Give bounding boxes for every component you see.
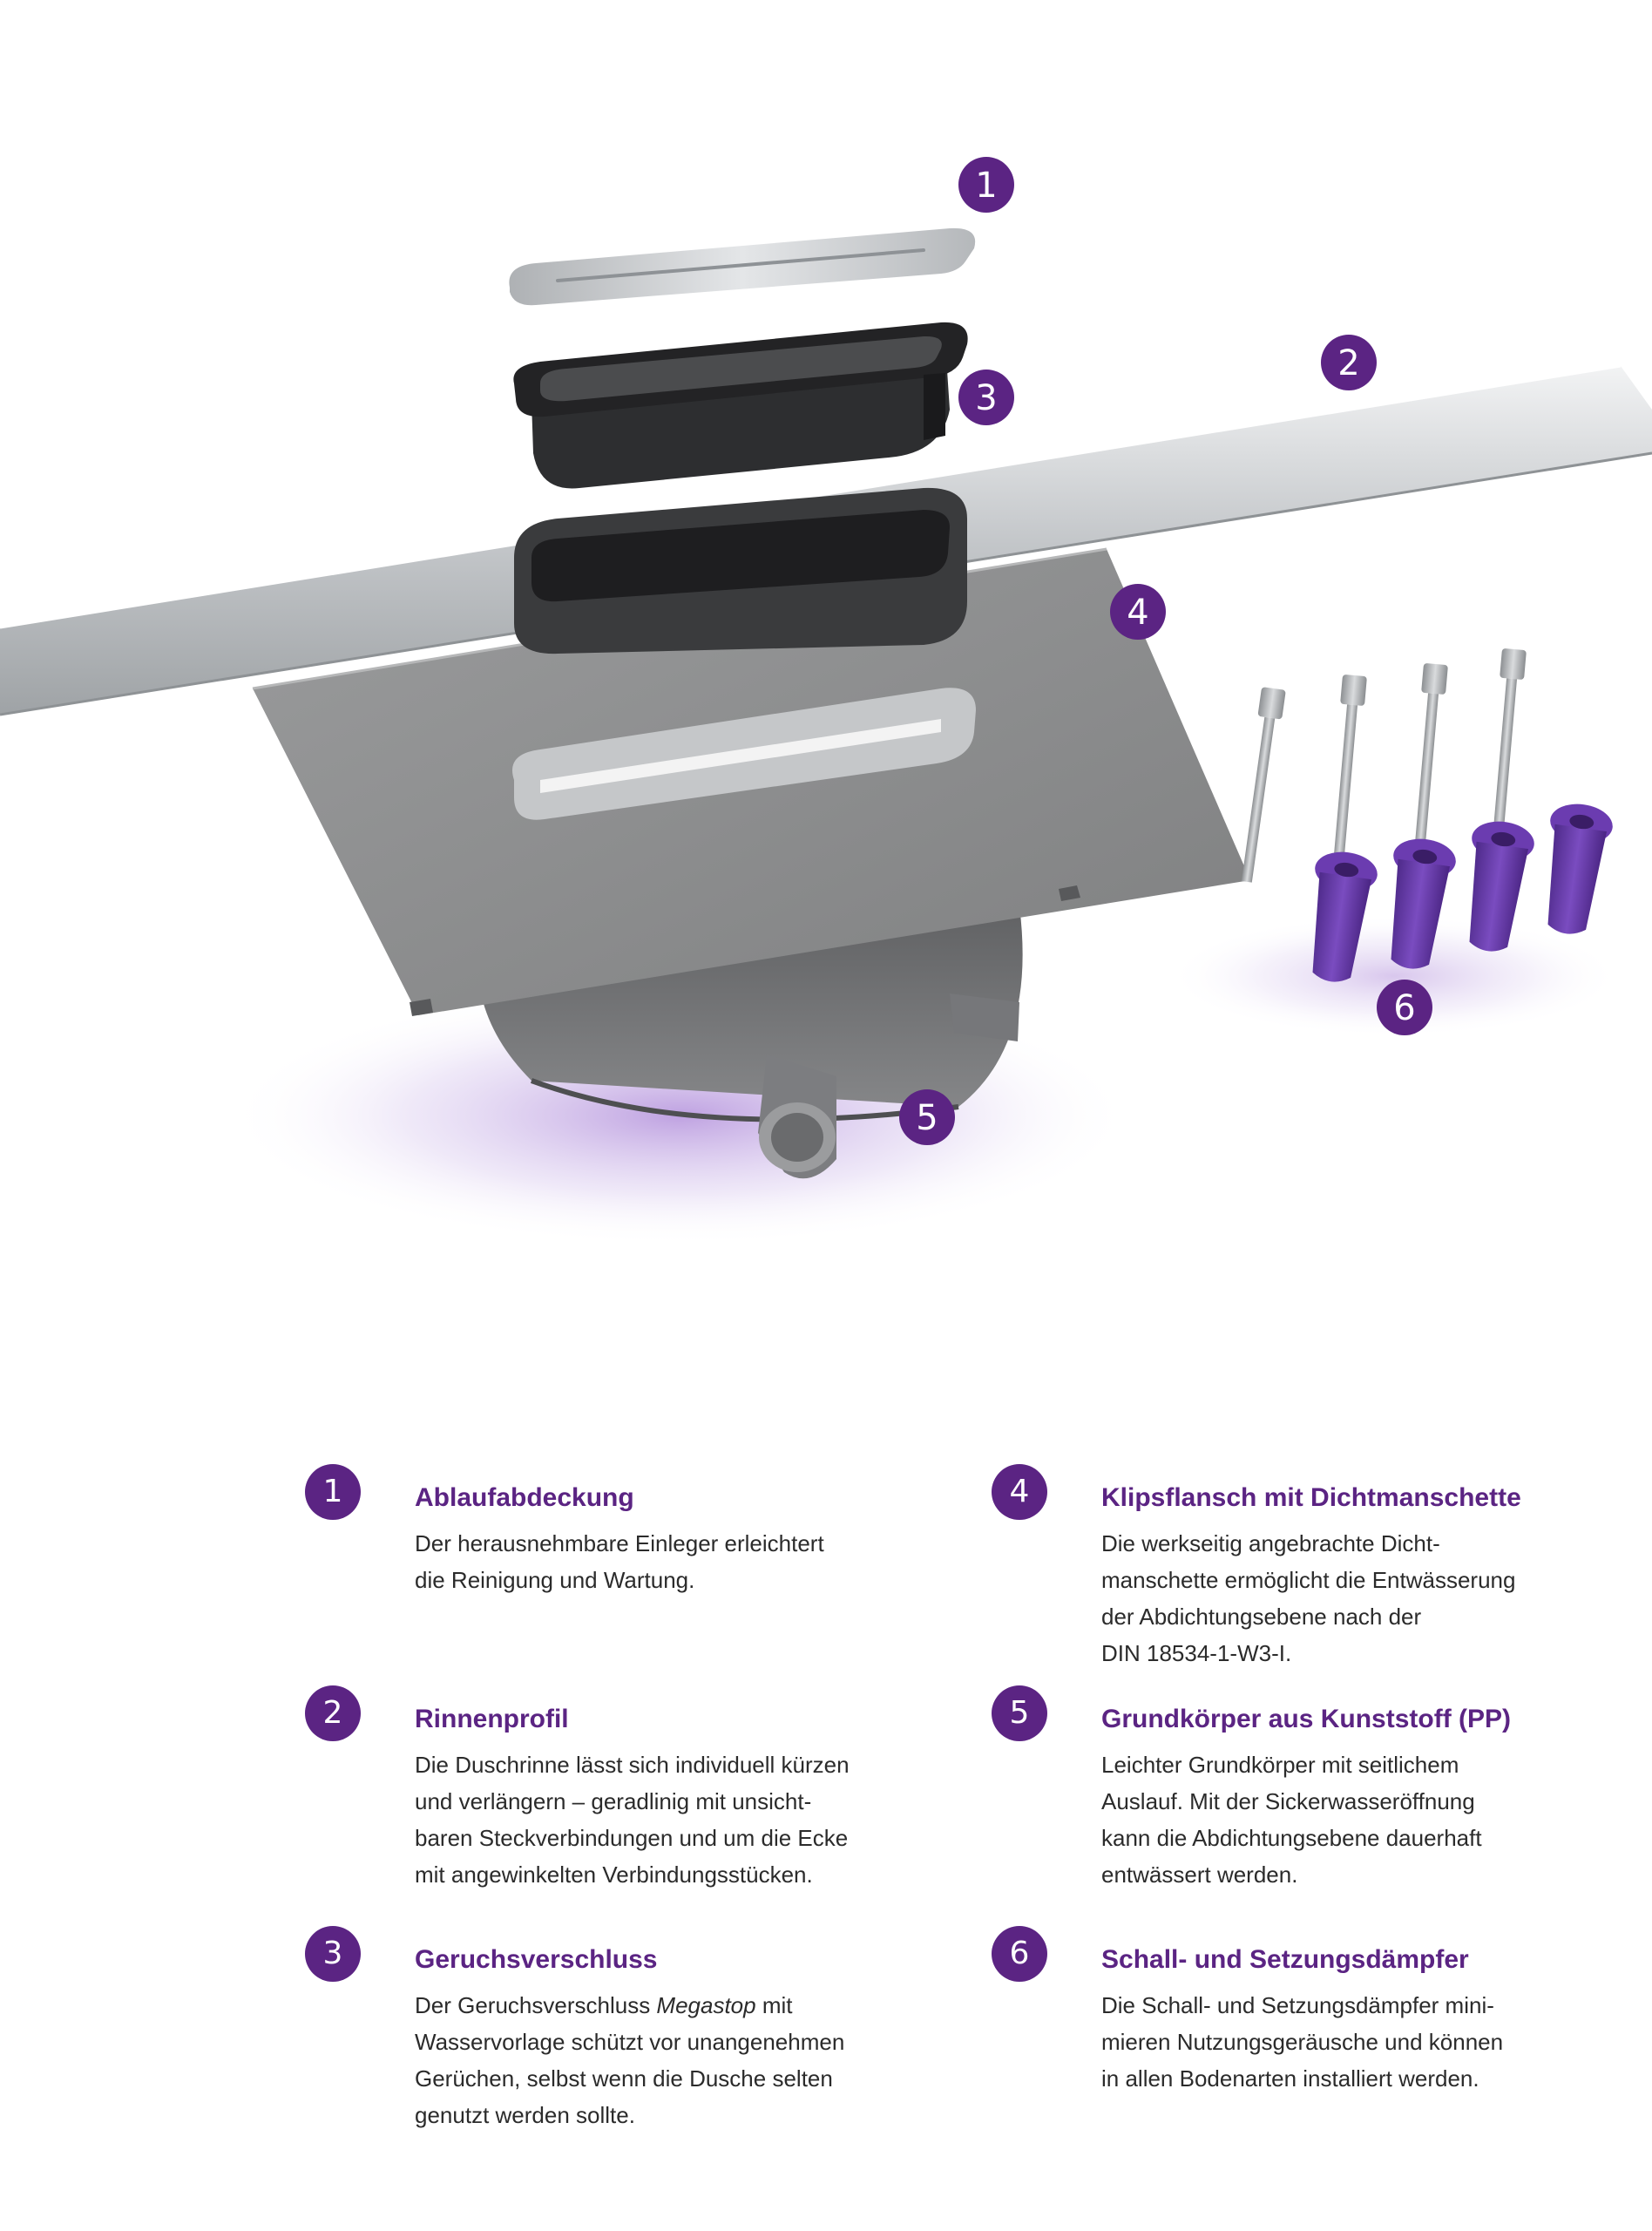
svg-text:3: 3 bbox=[975, 378, 997, 418]
sealing-membrane-part bbox=[252, 547, 1250, 1016]
item-title: Rinnenprofil bbox=[415, 1705, 569, 1733]
legend: 1 Ablaufabdeckung Der herausnehmbare Ein… bbox=[305, 1464, 1542, 2179]
callout-4: 4 bbox=[1110, 584, 1166, 640]
svg-text:1: 1 bbox=[975, 166, 997, 206]
item-title: Geruchsverschluss bbox=[415, 1945, 658, 1974]
product-name: Megastop bbox=[656, 1992, 756, 2018]
callout-2: 2 bbox=[1321, 335, 1377, 390]
item-description: Der Geruchsverschluss Megastop mit Wasse… bbox=[415, 1992, 845, 2128]
number-badge: 3 bbox=[305, 1926, 361, 1982]
callout-1: 1 bbox=[958, 157, 1014, 213]
number-badge: 4 bbox=[992, 1464, 1047, 1520]
number-badge: 5 bbox=[992, 1685, 1047, 1741]
item-title: Klipsflansch mit Dichtmanschette bbox=[1101, 1483, 1521, 1512]
svg-text:4: 4 bbox=[1127, 593, 1148, 633]
item-description: Leichter Grundkörper mit seitlichem Ausl… bbox=[1101, 1752, 1482, 1888]
callout-5: 5 bbox=[899, 1089, 955, 1145]
drain-cover-part bbox=[509, 227, 976, 306]
item-description: Die Schall- und Setzungsdämpfer mini- mi… bbox=[1101, 1992, 1504, 2092]
callout-6: 6 bbox=[1377, 980, 1432, 1035]
svg-text:5: 5 bbox=[916, 1098, 938, 1138]
number-badge: 6 bbox=[992, 1926, 1047, 1982]
odour-trap-part bbox=[513, 322, 968, 489]
item-description: Der herausnehmbare Einleger erleichtert … bbox=[415, 1530, 824, 1593]
callout-3: 3 bbox=[958, 370, 1014, 425]
dampers-part bbox=[1312, 804, 1613, 982]
screws-part bbox=[1241, 648, 1527, 883]
exploded-view-illustration: 1 2 3 4 5 6 bbox=[0, 157, 1652, 1246]
item-title: Grundkörper aus Kunststoff (PP) bbox=[1101, 1705, 1512, 1733]
number-badge: 1 bbox=[305, 1464, 361, 1520]
item-title: Schall- und Setzungsdämpfer bbox=[1101, 1945, 1469, 1974]
item-title: Ablaufabdeckung bbox=[415, 1483, 634, 1512]
svg-text:2: 2 bbox=[1337, 343, 1359, 383]
trap-lower-part bbox=[514, 487, 967, 654]
number-badge: 2 bbox=[305, 1685, 361, 1741]
item-description: Die werkseitig angebrachte Dicht- mansch… bbox=[1101, 1530, 1516, 1666]
svg-text:6: 6 bbox=[1393, 988, 1415, 1028]
item-description: Die Duschrinne lässt sich individuell kü… bbox=[415, 1752, 850, 1888]
